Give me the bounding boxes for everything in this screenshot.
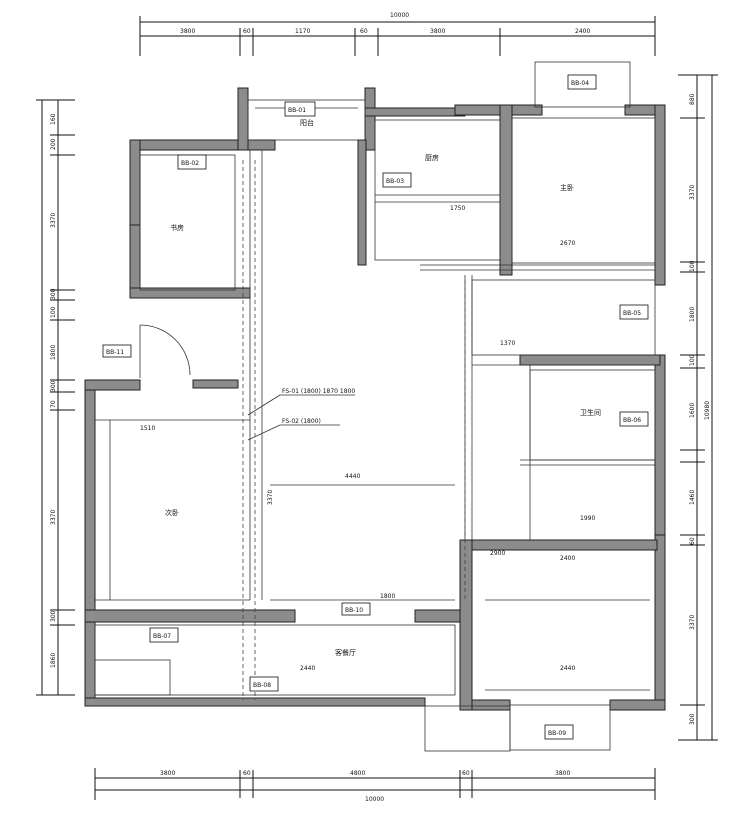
- room-label-study: 书房: [170, 223, 184, 232]
- interior-dim: 1990: [580, 515, 595, 522]
- dashed-reference-lines: [242, 160, 466, 700]
- top-dim-2: 60: [243, 28, 251, 35]
- top-dim-1: 3800: [180, 28, 195, 35]
- right-dimension-chain: 880 3370 100 1800 100 1600 1460 60 3370 …: [678, 74, 718, 741]
- interior-dim: 1510: [140, 425, 155, 432]
- bottom-dim-1: 3800: [160, 770, 175, 777]
- interior-partitions: [94, 61, 656, 752]
- bottom-dim-4: 60: [462, 770, 470, 777]
- tag: BB-06: [623, 417, 641, 424]
- interior-dim: 2440: [300, 665, 315, 672]
- left-dim-4: 300: [50, 288, 57, 300]
- right-dim-7: 1460: [689, 490, 696, 505]
- top-dimension-chain: 10000 3800 60 1170 60 3800 2400: [139, 12, 656, 56]
- entry-door: [139, 324, 191, 378]
- interior-dim: 1370: [500, 340, 515, 347]
- equipment-tags: BB-01 BB-02 BB-03 BB-04 BB-05 BB-06 BB-0…: [102, 74, 649, 740]
- tag: BB-03: [386, 178, 404, 185]
- interior-dim: 4440: [345, 473, 360, 480]
- interior-dim: 1750: [450, 205, 465, 212]
- right-dim-8: 60: [689, 537, 696, 545]
- left-dim-1: 160: [50, 113, 57, 125]
- left-dim-3: 3370: [50, 213, 57, 228]
- left-dim-2: 200: [50, 138, 57, 150]
- exterior-walls: [84, 87, 666, 711]
- left-dim-6: 1800: [50, 345, 57, 360]
- bottom-total-dim: 10000: [365, 796, 384, 803]
- right-dim-3: 100: [689, 260, 696, 272]
- room-label-master: 主卧: [560, 183, 574, 192]
- bottom-dim-2: 60: [243, 770, 251, 777]
- right-dim-1: 880: [689, 93, 696, 105]
- left-dim-11: 1860: [50, 653, 57, 668]
- tag: BB-01: [288, 107, 306, 114]
- room-label-living: 客餐厅: [335, 648, 356, 657]
- tag: BB-05: [623, 310, 641, 317]
- interior-dim: 2400: [560, 555, 575, 562]
- left-dim-10: 300: [50, 610, 57, 622]
- bottom-dim-5: 3800: [555, 770, 570, 777]
- tag: BB-07: [153, 633, 171, 640]
- right-dim-2: 3370: [689, 185, 696, 200]
- tag: BB-11: [106, 349, 124, 356]
- annotation-1: FS-01 (1800) 1870 1800: [282, 388, 355, 395]
- interior-dim: 1800: [380, 593, 395, 600]
- room-label-bedroom2: 次卧: [165, 508, 179, 517]
- room-label-bath: 卫生间: [580, 408, 601, 417]
- right-total-dim: 10980: [704, 401, 711, 420]
- interior-dimensions: 4440 1510 2440 1750 2400 3370 2670 1800 …: [140, 205, 595, 672]
- annotation-2: FS-02 (1800): [282, 418, 321, 425]
- room-label-balcony: 阳台: [300, 118, 314, 127]
- top-dim-3: 1170: [295, 28, 310, 35]
- top-total-dim: 10000: [390, 12, 409, 19]
- left-dim-8: 70: [50, 400, 57, 408]
- interior-dim: 2440: [560, 665, 575, 672]
- tag: BB-08: [253, 682, 271, 689]
- room-labels: 客餐厅 主卧 次卧 厨房 卫生间 阳台 书房: [165, 118, 601, 657]
- left-dimension-chain: 160 200 3370 300 100 1800 300 70 3370 30…: [36, 99, 75, 696]
- left-dim-7: 300: [50, 380, 57, 392]
- bottom-dimension-chain: 3800 60 4800 60 3800 10000: [94, 768, 656, 803]
- right-dim-9: 3370: [689, 615, 696, 630]
- tag: BB-02: [181, 160, 199, 167]
- bottom-dim-3: 4800: [350, 770, 365, 777]
- top-dim-5: 3800: [430, 28, 445, 35]
- right-dim-5: 100: [689, 354, 696, 366]
- tag: BB-09: [548, 730, 566, 737]
- interior-dim: 2670: [560, 240, 575, 247]
- room-label-kitchen: 厨房: [425, 153, 439, 162]
- top-dim-4: 60: [360, 28, 368, 35]
- tag: BB-10: [345, 607, 363, 614]
- interior-dim: 2900: [490, 550, 505, 557]
- interior-dim: 3370: [267, 490, 274, 505]
- right-dim-4: 1800: [689, 307, 696, 322]
- right-dim-6: 1600: [689, 403, 696, 418]
- leader-annotations: FS-01 (1800) 1870 1800 FS-02 (1800): [247, 388, 355, 441]
- tag: BB-04: [571, 80, 589, 87]
- left-dim-5: 100: [50, 306, 57, 318]
- left-dim-9: 3370: [50, 510, 57, 525]
- right-dim-10: 300: [689, 713, 696, 725]
- top-dim-6: 2400: [575, 28, 590, 35]
